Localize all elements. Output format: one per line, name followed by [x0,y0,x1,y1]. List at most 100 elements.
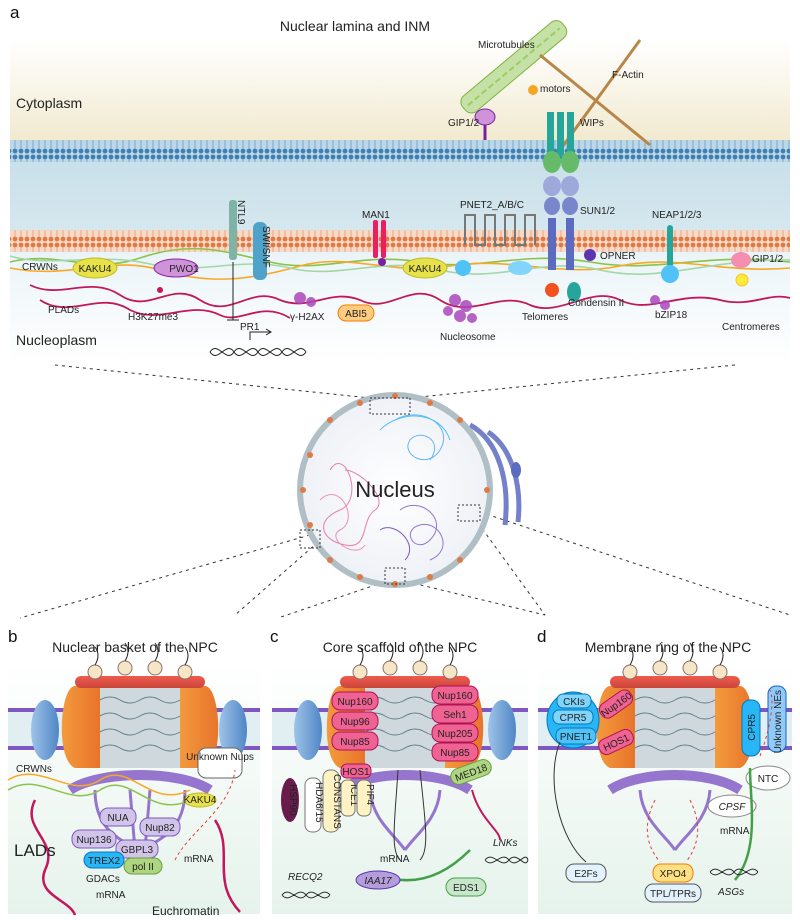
d-unknown-nes-label: Unknown NEs [773,690,784,753]
condensin-label: Condensin II [568,298,624,309]
man1-label: MAN1 [362,210,390,221]
c-nup160-l-shape [331,691,379,711]
inner-nuclear-membrane [10,230,790,252]
c-nup205-shape [431,723,479,743]
centromere-marker [735,273,749,287]
b-mrna2-label: mRNA [184,854,214,865]
c-recq2-label: RECQ2 [288,872,323,883]
b-pol2-label: pol II [132,862,154,873]
b-unknown-nups-label: Unknown Nups [186,752,254,763]
panel-c-letter: c [270,627,279,646]
wips-label: WIPs [580,118,604,129]
pnet2-protein [464,214,536,246]
c-hsp90-shape [281,778,299,822]
b-nup82-shape [139,817,181,837]
panel-a-title: Nuclear lamina and INM [280,18,430,34]
c-mrna-label: mRNA [380,854,410,865]
c-nup160-r-shape [431,685,479,705]
pwo1-label: PWO1 [169,264,199,275]
pr1-gene [209,262,307,356]
perinuclear-space [10,162,790,230]
d-hos1-shape [598,728,634,756]
motor-protein [528,85,538,95]
b-nup136-shape [71,829,117,849]
d-pnet1-shape [555,727,597,745]
c-hos1-label: HOS1 [342,767,370,778]
d-cpsf-shape [707,794,757,818]
c-nup85-l-shape [331,731,379,751]
pwo1-shape [153,258,199,278]
b-trex2-label: TREX2 [88,856,121,867]
d-cpsf-label: CPSF [719,802,747,813]
factin-label: F-Actin [612,70,644,81]
c-nup85-r-label: Nup85 [440,748,470,759]
outer-nuclear-membrane [10,140,790,162]
c-hda-label: HDA6/15 [313,782,324,823]
b-nup136-label: Nup136 [76,835,111,846]
panel-c: c Core scaffold of the NPC Nup160 Nup96 [270,627,529,914]
swisnf-label: SWI/SNF [260,226,271,268]
c-nup96-label: Nup96 [340,717,370,728]
d-xpo4-shape [652,863,694,883]
nucleus-overview: Nucleus [19,364,791,619]
c-nup160-r-label: Nup160 [437,691,472,702]
b-nua-shape [99,807,137,827]
neap-label: NEAP1/2/3 [652,210,702,221]
d-cpr5-r-label: CPR5 [747,714,758,741]
c-hos1-shape [340,763,372,779]
crwns-label: CRWNs [22,262,58,273]
pnet2-domain-b [508,261,532,275]
nucleoplasm-label: Nucleoplasm [16,332,97,348]
panel-b: b Nuclear basket of the NPC CRWNs [7,627,260,918]
d-tpl-shape [644,883,702,903]
b-nup82-label: Nup82 [145,823,175,834]
opner-marker [584,249,596,261]
ntl9-label: NTL9 [235,200,246,225]
d-ntc-shape [745,765,791,791]
abi5-shape [337,304,375,322]
kaku4-a-label: KAKU4 [79,264,112,275]
b-kaku4-label: KAKU4 [184,795,217,806]
d-cpr5-r-shape [741,699,761,757]
d-ckis-label: CKIs [563,697,585,708]
c-nup160-l-label: Nup160 [337,697,372,708]
c-ice1-shape [340,779,356,817]
cytoplasm-region [10,40,790,140]
panel-a-letter: a [10,3,20,22]
c-nup205-label: Nup205 [437,729,472,740]
sun-label: SUN1/2 [580,206,615,217]
b-crwns-label: CRWNs [16,764,52,775]
kaku4-a-shape [72,257,118,279]
c-pif4-label: PIF4 [364,784,375,806]
c-med18-shape [450,759,492,785]
c-seh1-label: Seh1 [443,710,467,721]
d-ckis-shape [556,693,592,709]
b-unknown-nups-box [197,747,243,779]
c-eds1-shape [445,877,487,897]
b-nua-label: NUA [107,813,128,824]
c-pif4-shape [356,779,372,817]
pr1-label: PR1 [240,322,260,333]
nucleoplasm-region [10,252,790,362]
bzip18-label: bZIP18 [655,310,688,321]
d-unknown-nes-shape [767,685,787,753]
b-gbpl3-label: GBPL3 [121,845,154,856]
d-mrna-label: mRNA [720,826,750,837]
c-nup85-r-shape [431,742,479,762]
motors-label: motors [540,84,571,95]
ntl9-protein [229,200,237,260]
c-nup85-l-label: Nup85 [340,737,370,748]
panel-a: a Nuclear lamina and INM Cytoplasm Nucle… [9,3,791,362]
panel-d-title: Membrane ring of the NPC [585,639,752,655]
pnet2-domain [455,260,471,276]
b-mrna1-label: mRNA [96,890,126,901]
gh2ax-label: γ-H2AX [290,312,325,323]
nucleosome-label: Nucleosome [440,332,496,343]
npc-b [31,642,247,852]
c-iaa17-label: IAA17 [364,876,392,887]
panel-d: d Membrane ring of the NPC CKIs CPR5 PNE… [537,627,792,914]
microtubules [460,20,568,114]
d-ntc-label: NTC [758,774,779,785]
nucleus-label: Nucleus [355,477,434,502]
